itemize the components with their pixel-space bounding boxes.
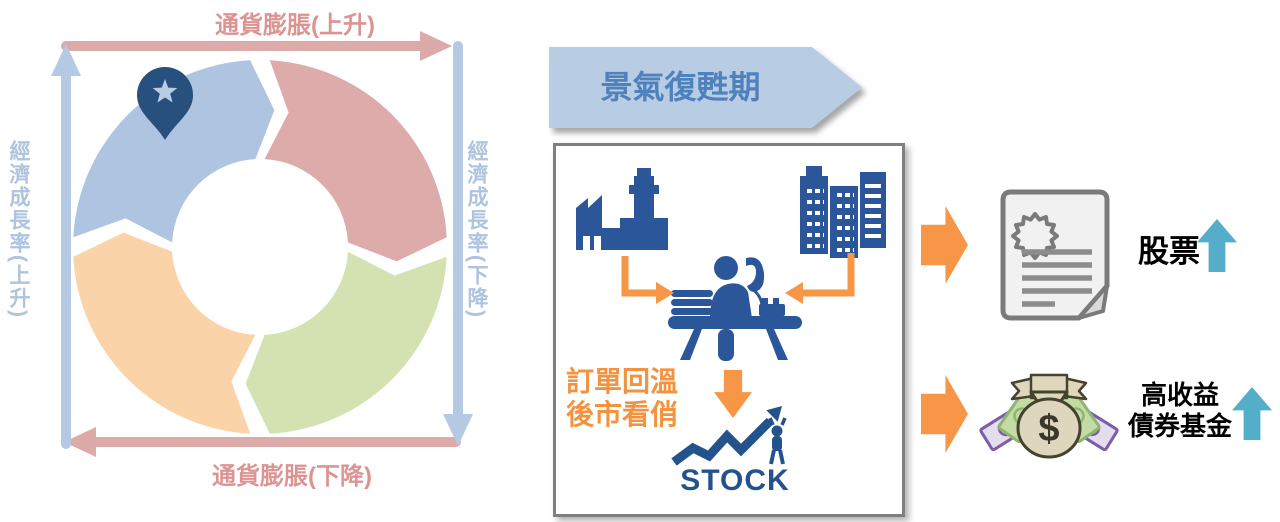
buildings-icon bbox=[798, 164, 894, 258]
axis-label-inflation-down: 通貨膨脹(下降) bbox=[212, 463, 372, 490]
outcome-arrow-bond bbox=[921, 375, 968, 453]
axis-label-growth-down: 經濟成長率(下降) bbox=[465, 140, 488, 319]
dollar-sign: $ bbox=[1038, 408, 1059, 450]
order-note-text: 訂單回溫 後市看俏 bbox=[566, 366, 679, 430]
outcome-label-stock: 股票 bbox=[1138, 234, 1200, 269]
cycle-donut-chart bbox=[51, 31, 473, 457]
axis-label-inflation-up: 通貨膨脹(上升) bbox=[215, 12, 375, 39]
order-taker-icon bbox=[668, 256, 802, 361]
inflation-up-arrowhead bbox=[420, 31, 452, 61]
segment-recession bbox=[73, 232, 256, 434]
seal-icon bbox=[1011, 212, 1059, 260]
outcome-arrow-stock bbox=[921, 206, 968, 284]
segment-expansion bbox=[264, 60, 447, 262]
outcome-label-bond: 高收益 債券基金 bbox=[1127, 380, 1232, 442]
segment-slowdown bbox=[245, 251, 447, 434]
recovery-process-box: 訂單回溫 後市看俏 STOCK bbox=[553, 143, 905, 517]
phase-banner-shape: 景氣復甦期 bbox=[549, 47, 862, 128]
segment-recovery bbox=[73, 60, 275, 243]
inflation-down-arrowhead bbox=[64, 427, 96, 457]
phase-banner: 景氣復甦期 bbox=[549, 47, 862, 128]
current-phase-pin-icon bbox=[137, 67, 193, 140]
growth-up-arrowhead bbox=[51, 44, 81, 76]
factory-icon bbox=[576, 168, 668, 250]
up-arrow-stock-icon bbox=[1197, 219, 1237, 272]
money-bag-icon: $ bbox=[979, 373, 1119, 459]
pin-star-icon bbox=[152, 79, 178, 103]
growth-down-arrowhead bbox=[443, 414, 473, 446]
axis-label-growth-up: 經濟成長率(上升) bbox=[7, 140, 30, 319]
phase-banner-title: 景氣復甦期 bbox=[600, 69, 761, 105]
page-fold bbox=[1077, 284, 1109, 320]
up-arrow-bond-icon bbox=[1232, 387, 1272, 440]
stock-certificate-icon bbox=[1000, 189, 1110, 321]
order-flow-arrows bbox=[621, 253, 855, 304]
stock-word-label: STOCK bbox=[680, 464, 790, 497]
stock-rise-icon bbox=[671, 406, 787, 466]
